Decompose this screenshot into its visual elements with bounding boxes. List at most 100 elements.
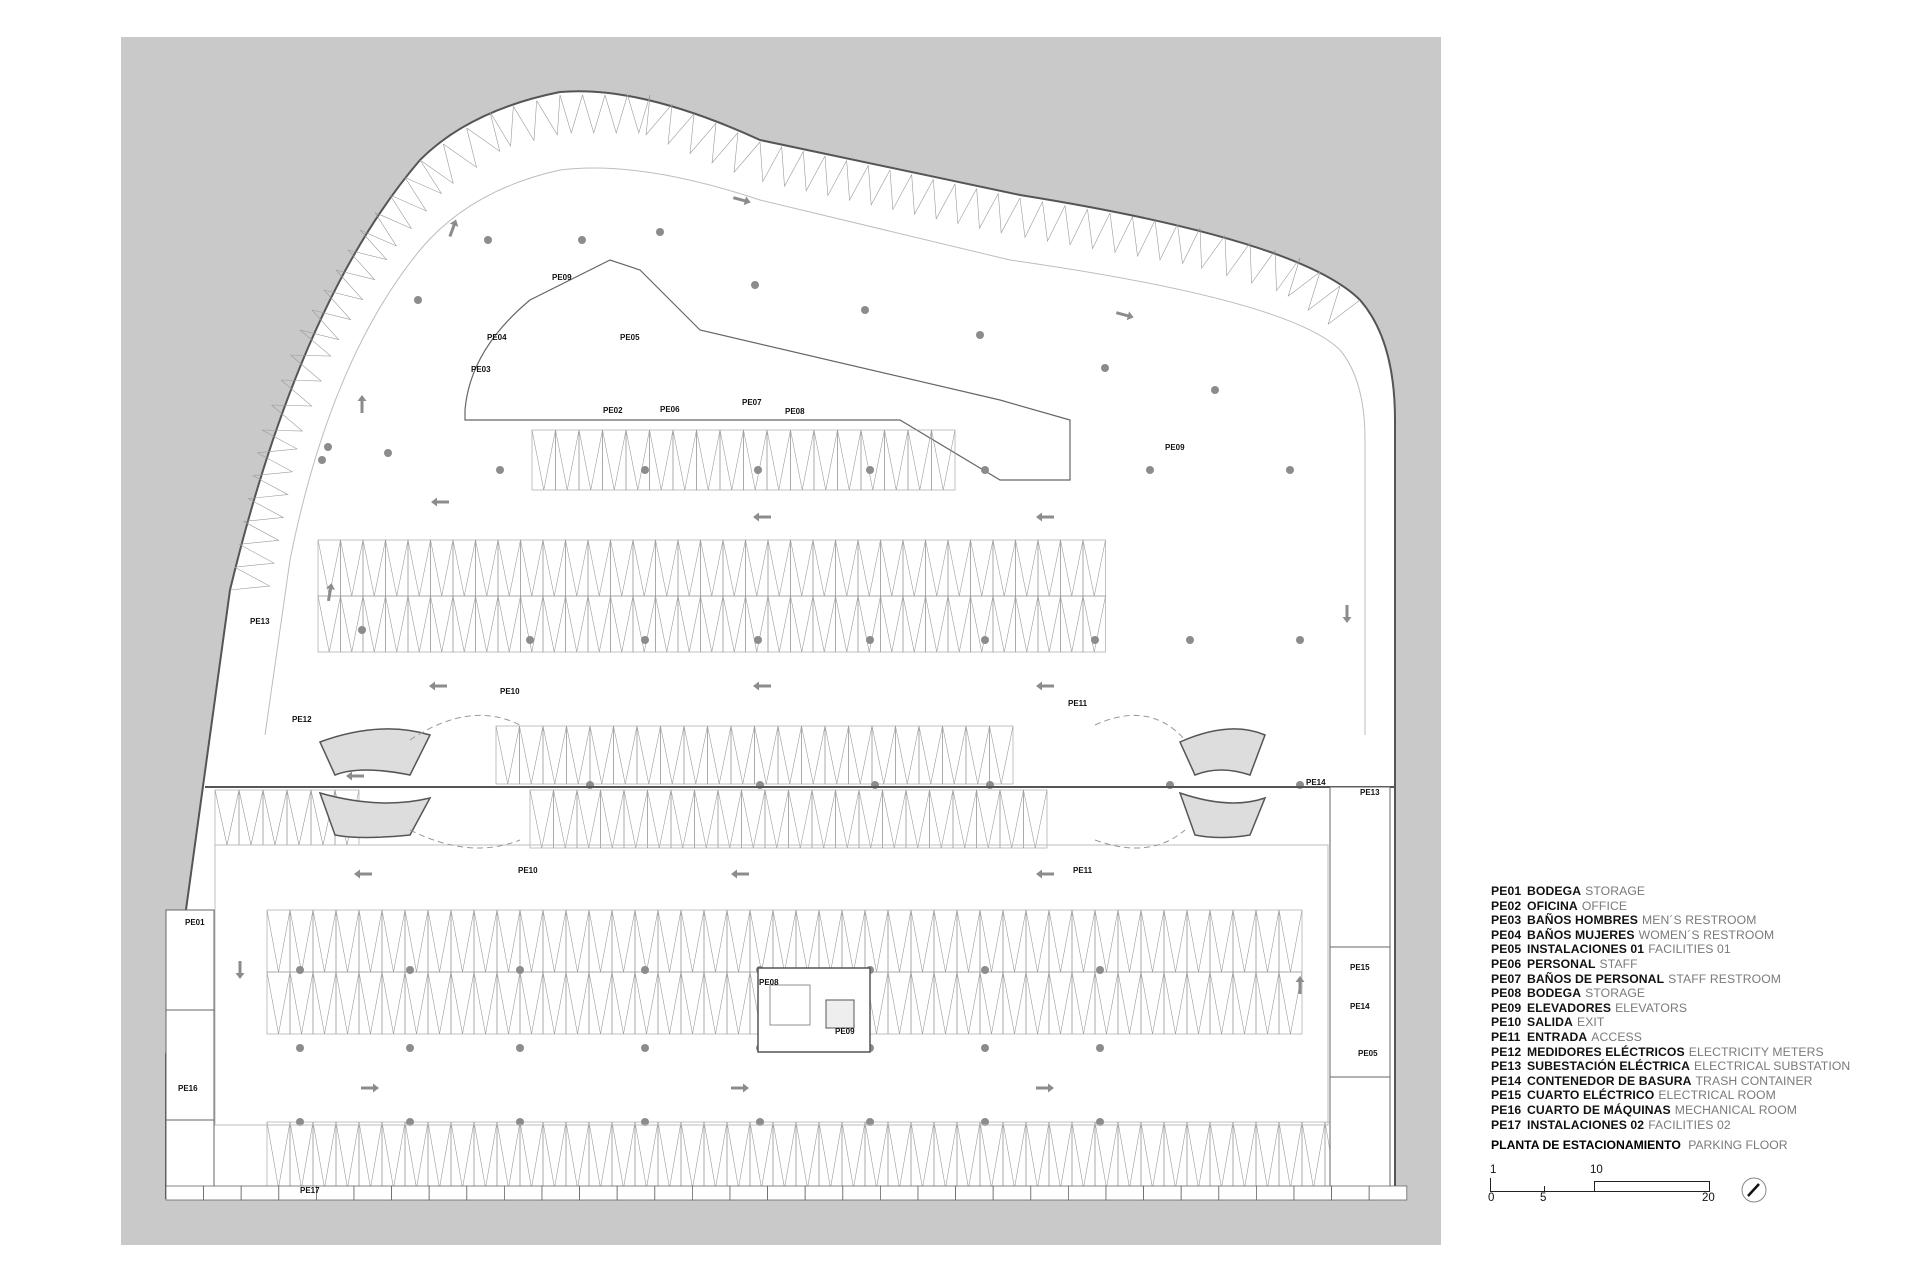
- stall-marking: [933, 971, 958, 1035]
- arrow-shape: [235, 961, 245, 979]
- stall-marking: [602, 429, 627, 491]
- storage-unit: [804, 1185, 844, 1201]
- perimeter-stall: [1307, 271, 1341, 311]
- legend-code: PE15: [1491, 1088, 1522, 1103]
- perimeter-stall: [627, 94, 651, 135]
- legend-name-es: CUARTO ELÉCTRICO: [1527, 1088, 1655, 1103]
- legend-name-en: MECHANICAL ROOM: [1674, 1102, 1798, 1117]
- structural-column: [1096, 1044, 1104, 1052]
- stall-marking: [999, 789, 1024, 849]
- traffic-arrow-icon: [731, 869, 749, 879]
- perimeter-stall: [359, 212, 398, 247]
- stall-marking: [385, 595, 409, 653]
- structural-column: [1296, 636, 1304, 644]
- perimeter-stall: [933, 179, 956, 220]
- stall-marking: [857, 595, 881, 653]
- storage-unit: [767, 1185, 806, 1201]
- storage-unit: [992, 1185, 1032, 1201]
- traffic-arrow-icon: [1036, 512, 1054, 522]
- stall-marking: [905, 789, 930, 849]
- scale-label-5: 5: [1540, 1192, 1547, 1204]
- stall-marking: [683, 725, 708, 785]
- structural-column: [1096, 1118, 1104, 1126]
- arrow-shape: [731, 1083, 749, 1093]
- stall-marking: [677, 595, 701, 653]
- scale-label-1: 1: [1490, 1164, 1497, 1176]
- stall-marking: [694, 789, 719, 849]
- structural-column: [526, 636, 534, 644]
- structural-column: [866, 466, 874, 474]
- perimeter-stalls: [229, 94, 1361, 591]
- legend-code: PE12: [1491, 1044, 1522, 1059]
- perimeter-stall: [1274, 250, 1301, 292]
- stall-marking: [625, 429, 650, 491]
- legend-code: PE07: [1491, 971, 1522, 986]
- storage-unit: [917, 1185, 956, 1201]
- stall-marking: [925, 595, 949, 653]
- legend-name-en: ELEVATORS: [1615, 1000, 1688, 1015]
- stall-marking: [848, 725, 873, 785]
- traffic-arrow-icon: [448, 219, 459, 237]
- legend-name-en: ELECTRICITY METERS: [1688, 1044, 1824, 1059]
- structural-column: [406, 1044, 414, 1052]
- perimeter-stall: [374, 194, 413, 230]
- structural-column: [324, 443, 332, 451]
- stall-marking: [907, 429, 932, 491]
- stall-marking: [743, 429, 768, 491]
- legend-name-en: ELECTRICAL ROOM: [1658, 1088, 1776, 1103]
- legend-code: PE09: [1491, 1000, 1522, 1015]
- structural-column: [384, 449, 392, 457]
- stall-marking: [381, 971, 406, 1035]
- stall-marking: [452, 595, 476, 653]
- perimeter-stall: [889, 169, 912, 211]
- perimeter-stall: [347, 229, 388, 261]
- label-pe11-b: PE11: [1073, 866, 1093, 875]
- storage-unit: [391, 1185, 430, 1201]
- arrow-shape: [357, 395, 367, 413]
- perimeter-stall: [1154, 220, 1178, 261]
- legend-name-es: INSTALACIONES 01: [1527, 942, 1645, 957]
- traffic-arrow-icon: [431, 497, 449, 507]
- scale-label-20: 20: [1702, 1192, 1715, 1204]
- legend-name-en: OFFICE: [1581, 898, 1628, 913]
- label-pe02: PE02: [603, 406, 623, 415]
- bottom-storage-strip: [165, 1185, 1408, 1201]
- structural-column: [981, 636, 989, 644]
- traffic-arrow-icon: [1036, 1083, 1054, 1093]
- storage-unit: [692, 1185, 731, 1201]
- legend-name-es: ENTRADA: [1527, 1029, 1588, 1044]
- label-pe06: PE06: [660, 405, 680, 414]
- storage-unit: [240, 1185, 280, 1201]
- arrow-shape: [1036, 681, 1054, 691]
- stall-marking: [404, 971, 429, 1035]
- scale-tick: [1544, 1186, 1545, 1192]
- stall-marking: [726, 971, 751, 1035]
- legend-code: PE16: [1491, 1102, 1522, 1117]
- perimeter-stall: [1109, 212, 1133, 254]
- stall-marking: [542, 725, 567, 785]
- perimeter-stall: [1327, 285, 1361, 325]
- perimeter-stall: [229, 566, 271, 591]
- stall-marking: [680, 971, 705, 1035]
- label-pe16: PE16: [178, 1084, 198, 1093]
- traffic-arrow-icon: [235, 961, 245, 979]
- stall-marking: [745, 595, 769, 653]
- legend-name-es: BODEGA: [1527, 986, 1582, 1001]
- stall-marking: [956, 971, 981, 1035]
- stall-marking: [918, 725, 943, 785]
- legend-name-es: BODEGA: [1527, 884, 1582, 898]
- perimeter-stall: [335, 249, 376, 281]
- stall-marking: [520, 595, 544, 653]
- stall-marking: [895, 725, 920, 785]
- stall-marking: [880, 595, 904, 653]
- stall-marking: [965, 725, 990, 785]
- storage-unit: [1218, 1185, 1257, 1201]
- stall-marking: [312, 971, 337, 1035]
- arrow-shape: [1036, 1083, 1054, 1093]
- structural-column: [641, 636, 649, 644]
- label-pe17: PE17: [300, 1186, 320, 1195]
